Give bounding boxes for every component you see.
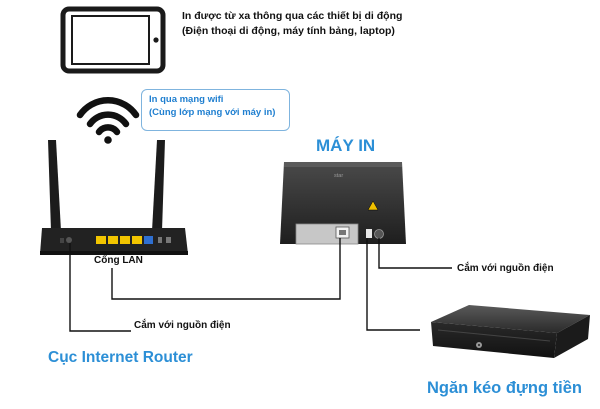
router-icon	[40, 140, 188, 255]
wifi-caption-line2: (Cùng lớp mạng với máy in)	[149, 107, 276, 118]
router-power-label: Cắm với nguồn điện	[134, 320, 231, 331]
printer-power-line	[378, 238, 452, 269]
lan-ports	[96, 236, 153, 244]
printer-icon: star	[280, 162, 406, 245]
lan-cable-line	[111, 238, 341, 300]
printer-title: MÁY IN	[316, 136, 376, 155]
printer-brand-logo: star	[334, 173, 343, 179]
router-power-line	[69, 243, 131, 332]
printer-power-label: Cắm với nguồn điện	[457, 263, 554, 274]
drawer-cable-line	[366, 238, 420, 331]
tablet-icon	[60, 6, 166, 74]
tablet-caption-line2: (Điện thoại di động, máy tính bảng, lapt…	[182, 25, 395, 37]
cash-drawer-icon	[431, 305, 590, 358]
wifi-callout: In qua mạng wifi (Cùng lớp mạng với máy …	[141, 89, 290, 131]
connector-lines	[69, 238, 452, 332]
wifi-icon	[76, 97, 140, 144]
cash-drawer-title: Ngăn kéo đựng tiền	[427, 379, 582, 397]
lan-port-label: Cổng LAN	[94, 255, 143, 266]
wifi-caption-line1: In qua mạng wifi	[149, 94, 224, 105]
router-title: Cục Internet Router	[48, 349, 193, 366]
tablet-caption: In được từ xa thông qua các thiết bị di …	[182, 9, 402, 39]
tablet-caption-line1: In được từ xa thông qua các thiết bị di …	[182, 10, 403, 22]
